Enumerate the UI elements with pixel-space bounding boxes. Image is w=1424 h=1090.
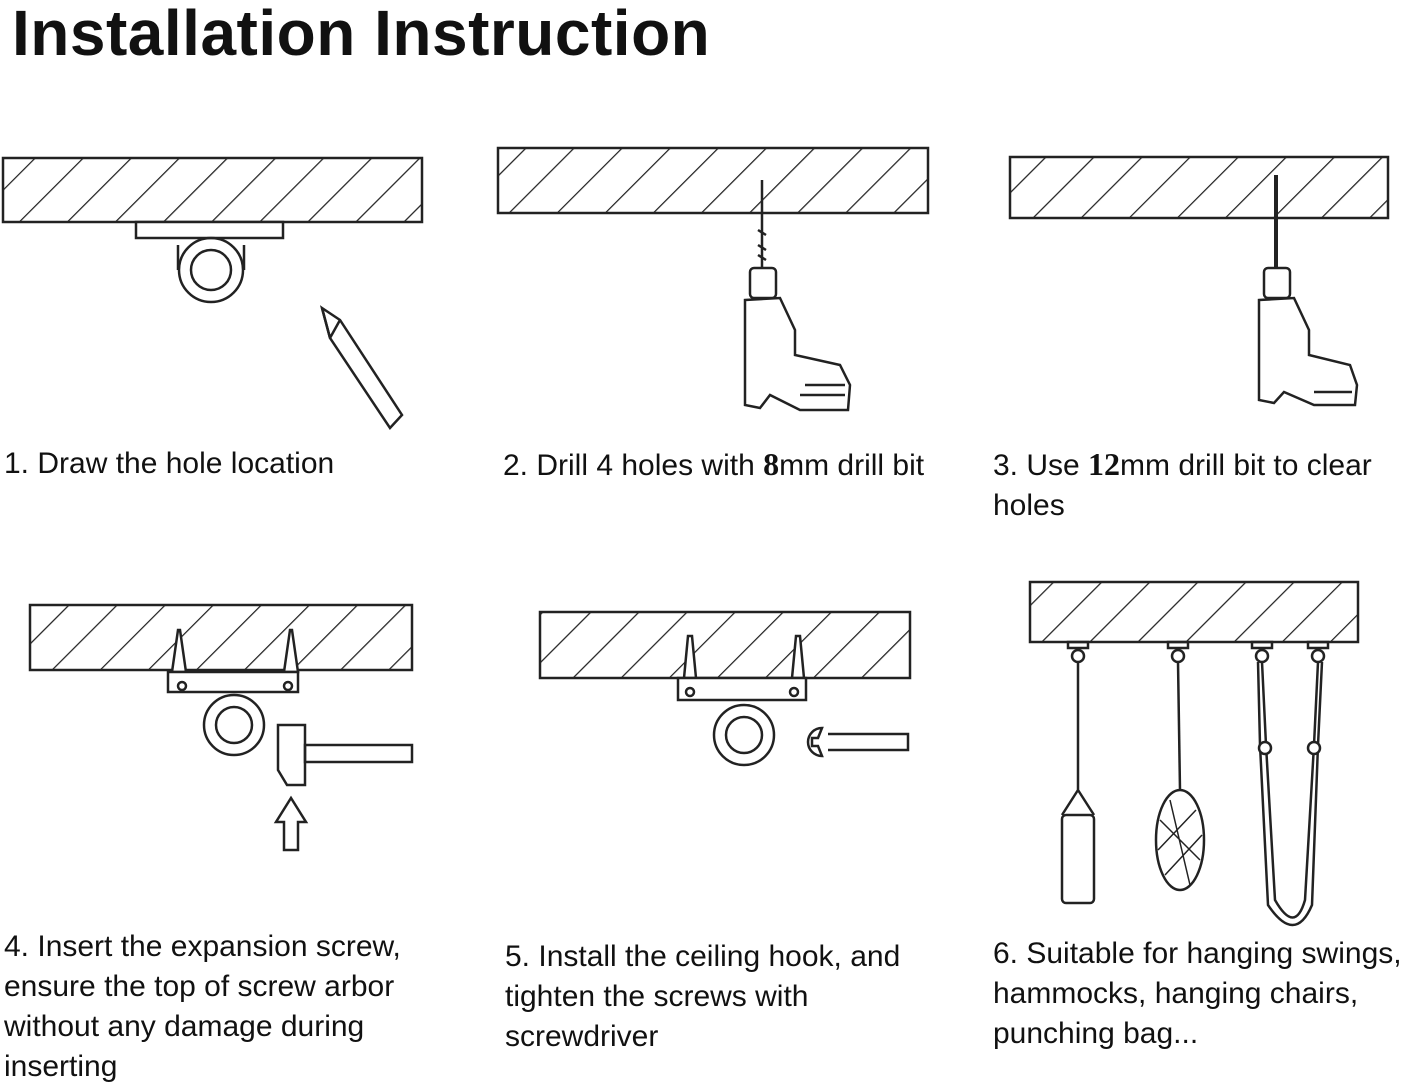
punching-bag-icon xyxy=(1060,640,1096,905)
step2-illustration xyxy=(496,146,930,412)
step-2-caption: 2. Drill 4 holes with 8mm drill bit xyxy=(503,444,953,486)
page-title: Installation Instruction xyxy=(12,0,711,69)
step-2-text-pre: 2. Drill 4 holes with xyxy=(503,449,764,482)
step5-illustration xyxy=(538,610,912,767)
step-4-caption: 4. Insert the expansion screw, ensure th… xyxy=(4,930,401,1083)
step-5-caption: 5. Install the ceiling hook, and tighten… xyxy=(505,940,901,1053)
step-2-drill-size: 8 xyxy=(763,446,780,482)
arrow-up-icon xyxy=(273,795,309,852)
step3-illustration xyxy=(1008,155,1390,407)
step-3-drill-size: 12 xyxy=(1088,446,1121,482)
step-3-text-post: mm drill bit to clear holes xyxy=(993,449,1372,522)
drill-icon xyxy=(1257,175,1359,407)
step1-illustration xyxy=(1,156,424,431)
wrench-icon xyxy=(806,726,910,758)
pencil-icon xyxy=(319,305,404,431)
step4-illustration xyxy=(28,603,414,852)
step6-illustration xyxy=(1028,580,1360,927)
step-1-caption: 1. Draw the hole location xyxy=(4,447,335,480)
step-2-text-post: mm drill bit xyxy=(779,449,925,482)
step-3-text-pre: 3. Use xyxy=(993,449,1089,482)
step-3-caption: 3. Use 12mm drill bit to clear holes xyxy=(993,444,1424,526)
hanging-net-icon xyxy=(1154,640,1206,892)
swing-icon xyxy=(1250,640,1330,927)
hammer-icon xyxy=(276,723,414,787)
drill-icon xyxy=(743,180,852,412)
step-6-caption: 6. Suitable for hanging swings, hammocks… xyxy=(993,937,1402,1050)
